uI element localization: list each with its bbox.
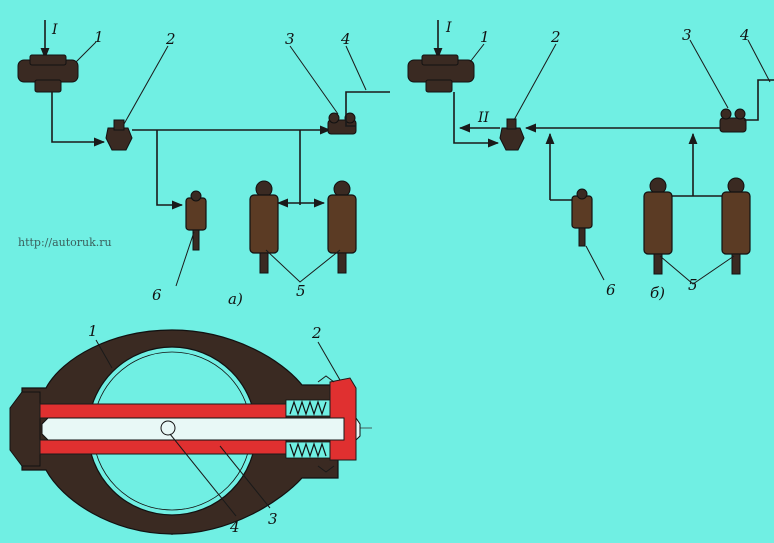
component-5-left-b <box>643 177 673 275</box>
boss-left <box>9 391 41 467</box>
roman-II-b: II <box>477 110 490 126</box>
component-5-right-b <box>721 177 751 275</box>
callout-6-b: 6 <box>606 281 616 299</box>
callout-1-section: 1 <box>88 322 98 340</box>
pipe-1-2-a <box>51 92 106 147</box>
valve-section: 1 2 3 4 <box>9 322 372 536</box>
callout-5-b: 5 <box>688 276 698 294</box>
pipe-3-4-b <box>744 79 774 121</box>
callout-1-a: 1 <box>94 28 104 46</box>
watermark: http://autoruk.ru <box>18 236 112 249</box>
diagram-b: I II <box>407 20 774 302</box>
component-6-b <box>571 188 593 247</box>
diagram-a: I <box>17 20 390 308</box>
component-5-left-a <box>249 180 279 274</box>
bushing-lower <box>39 439 287 455</box>
roman-I-a: I <box>51 22 58 38</box>
spring-lower <box>285 441 331 459</box>
cap-hook-lower <box>317 465 335 473</box>
callout-1-b: 1 <box>480 28 490 46</box>
spring-upper <box>285 399 331 417</box>
component-3-b <box>719 108 747 133</box>
shaft <box>41 417 361 441</box>
pipe-3-4-a <box>345 91 390 127</box>
shaft-pin <box>160 420 176 436</box>
cap-hook-upper <box>317 375 335 383</box>
component-2-a <box>105 119 133 151</box>
callout-5-a: 5 <box>296 282 306 300</box>
roman-I-b: I <box>445 20 452 36</box>
callout-2-a: 2 <box>165 30 176 48</box>
component-1-b <box>407 54 475 93</box>
callout-4-section: 4 <box>229 518 240 536</box>
callout-4-b: 4 <box>739 26 750 44</box>
component-3-a <box>327 112 357 135</box>
lever-2 <box>329 377 357 461</box>
component-5-right-a <box>327 180 357 274</box>
callout-4-a: 4 <box>340 30 351 48</box>
bushing-upper <box>39 403 287 419</box>
callout-3-section: 3 <box>268 510 278 528</box>
pipe-to-6-a <box>156 130 184 210</box>
callout-3-a: 3 <box>285 30 295 48</box>
component-6-a <box>185 190 207 251</box>
component-2-b <box>499 118 525 151</box>
callout-3-b: 3 <box>682 26 692 44</box>
pipe-1-2-b <box>453 92 500 148</box>
callout-2-b: 2 <box>550 28 561 46</box>
callout-6-a: 6 <box>152 286 162 304</box>
component-1-a <box>17 54 79 93</box>
caption-b: б) <box>650 284 665 302</box>
caption-a: а) <box>228 290 243 308</box>
callout-2-section: 2 <box>311 324 322 342</box>
